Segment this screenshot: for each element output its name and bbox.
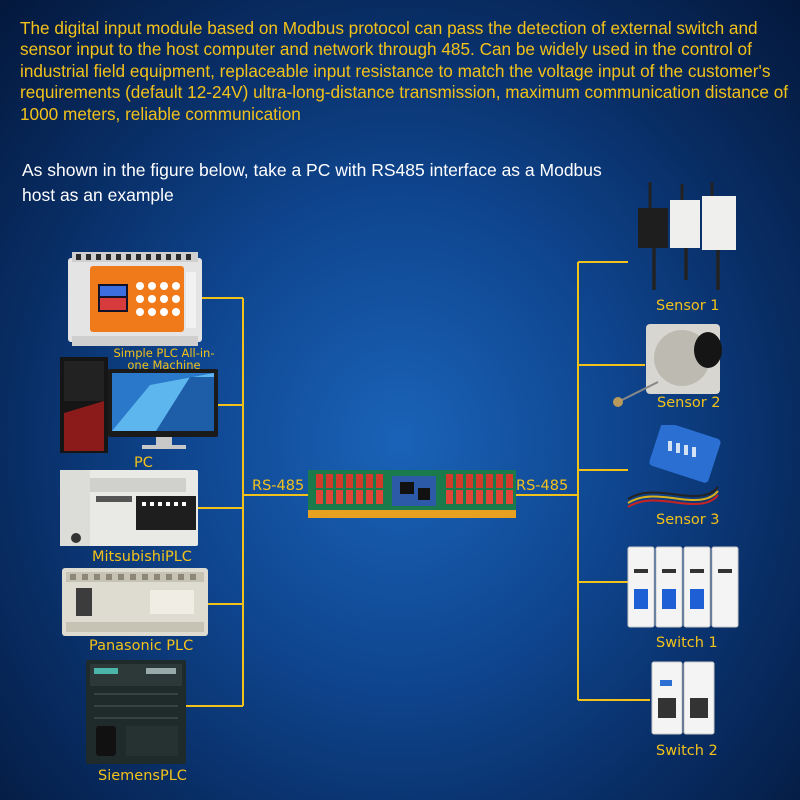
switch-1-image: [627, 546, 739, 628]
switch-2-image: [651, 661, 715, 735]
sensor-2-image: [613, 324, 722, 407]
io-module-image: [308, 470, 516, 518]
sensor-1-label: Sensor 1: [656, 298, 720, 314]
example-caption: As shown in the figure below, take a PC …: [22, 160, 602, 205]
panasonic-plc-image: [62, 568, 208, 636]
sensor-3-label: Sensor 3: [656, 512, 720, 528]
intro-paragraph: The digital input module based on Modbus…: [20, 18, 789, 124]
sensor-1-image: [638, 182, 736, 290]
mitsubishi-plc-image: [60, 470, 198, 546]
host-label-siemens: SiemensPLC: [98, 768, 187, 784]
sensor-2-label: Sensor 2: [657, 395, 721, 411]
simple-plc-image: [68, 252, 202, 346]
host-label-simple-plc: Simple PLC All-in-one Machine: [113, 346, 215, 372]
siemens-plc-image: [86, 660, 186, 764]
rs485-right-label: RS-485: [516, 478, 569, 494]
rs485-left-label: RS-485: [252, 478, 305, 494]
host-label-mitsubishi: MitsubishiPLC: [92, 549, 192, 565]
switch-1-label: Switch 1: [656, 635, 718, 651]
sensor-3-image: [627, 425, 721, 508]
host-label-pc: PC: [134, 455, 153, 471]
switch-2-label: Switch 2: [656, 743, 718, 759]
pc-image: [60, 357, 218, 453]
host-label-panasonic: Panasonic PLC: [89, 638, 194, 654]
